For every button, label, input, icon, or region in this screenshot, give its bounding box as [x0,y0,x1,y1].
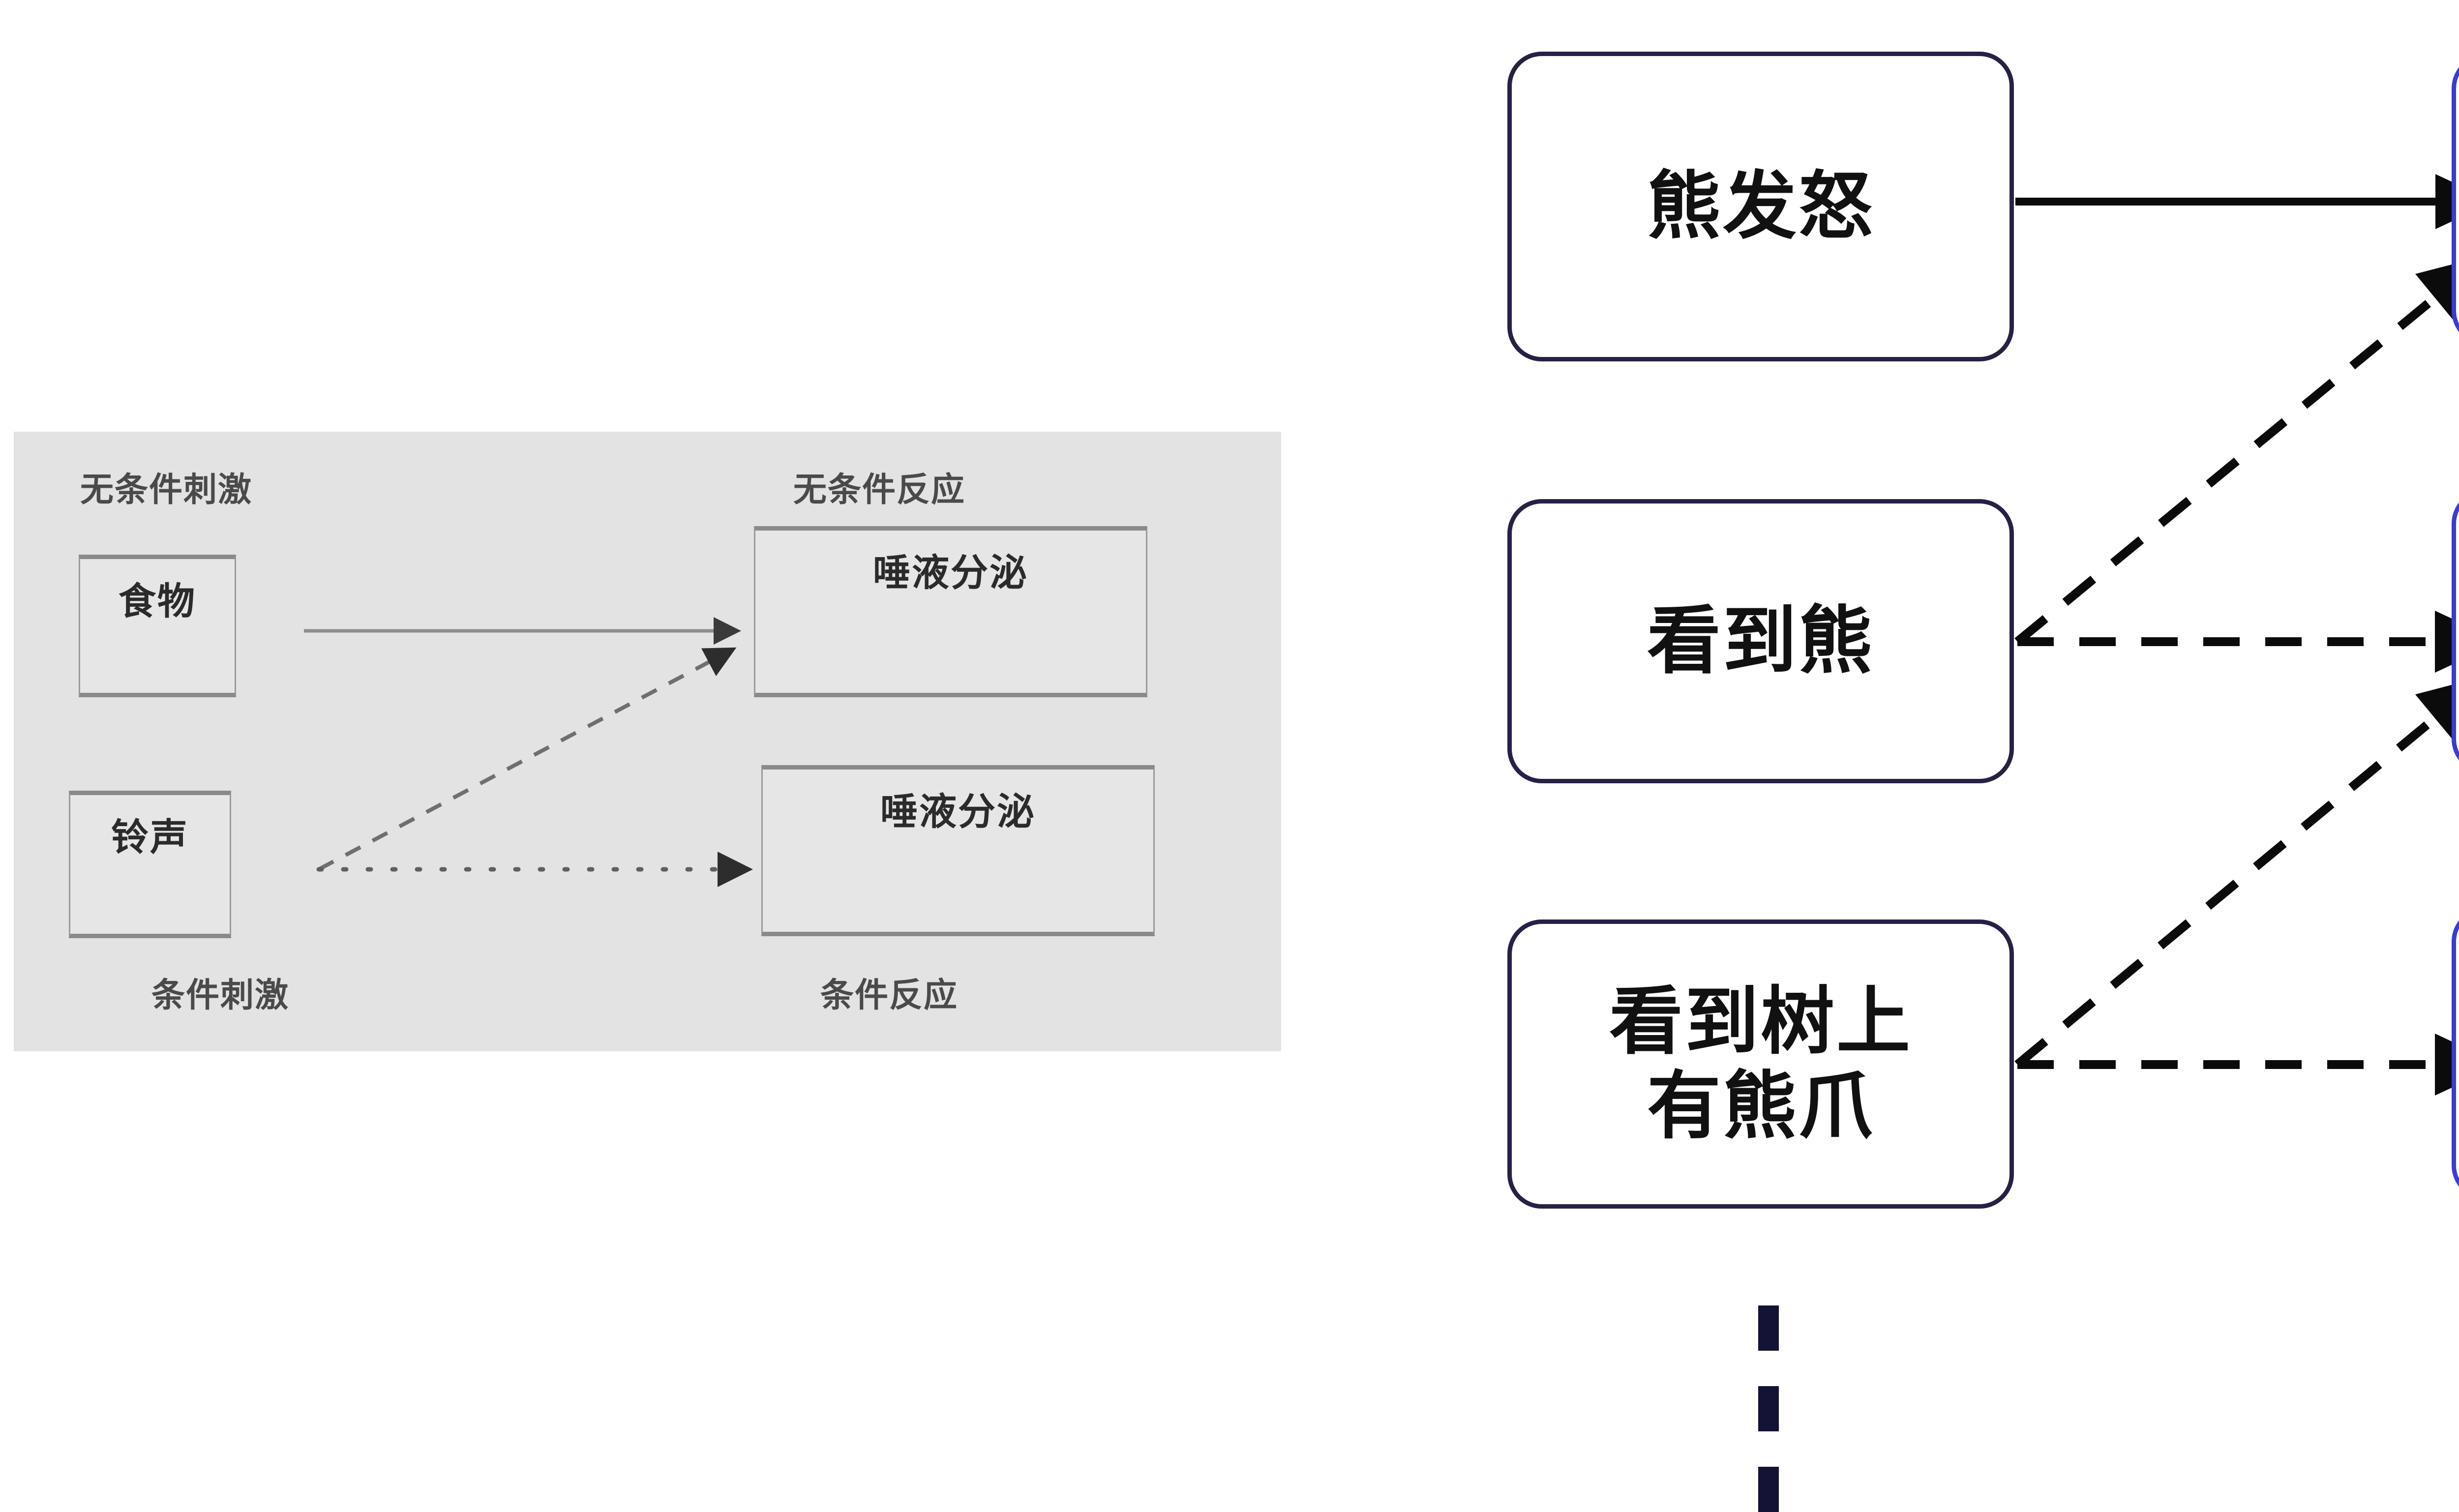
box-v-s-prime[interactable]: V(s′) [2452,489,2459,773]
ellipsis-left-column [1758,1305,1779,1512]
label-conditioned-response: 条件反应 [820,976,959,1015]
box-see-claw-line1: 看到树上 [1609,978,1912,1065]
box-bear-angry-label: 熊发怒 [1647,163,1874,249]
lp-box-salivation-top: 唾液分泌 [754,526,1147,697]
arrow-bell-to-salivation-top [318,647,737,871]
arrow-see-bear-to-reward [2014,255,2459,645]
box-bear-angry[interactable]: 熊发怒 [1507,52,2014,361]
box-see-bear-label: 看到熊 [1647,598,1874,684]
box-see-bear[interactable]: 看到熊 [1507,499,2014,783]
lp-box-salivation-bottom-label: 唾液分泌 [880,790,1036,833]
lp-box-bell-label: 铃声 [111,815,189,859]
box-see-claw-label: 看到树上 有熊爪 [1609,979,1912,1149]
lp-box-bell: 铃声 [69,791,231,938]
ellipsis-dot [1758,1386,1779,1431]
box-see-claw[interactable]: 看到树上 有熊爪 [1507,919,2014,1209]
lp-box-food: 食物 [79,555,236,697]
left-panel-arrows [304,617,753,887]
box-reward[interactable]: 奖励 [2452,54,2459,345]
label-unconditioned-response: 无条件反应 [793,471,966,509]
label-conditioned-stimulus: 条件刺激 [151,976,290,1015]
ellipsis-dot [1758,1305,1779,1351]
arrow-see-claw-to-vsprime [2014,676,2459,1068]
lp-box-salivation-top-label: 唾液分泌 [873,551,1028,594]
classical-conditioning-panel: 无条件刺激 无条件反应 条件刺激 条件反应 食物 铃声 唾液分泌 唾液分泌 [14,432,1281,1051]
lp-box-food-label: 食物 [119,579,196,623]
ellipsis-dot [1758,1467,1779,1512]
box-see-claw-line2: 有熊爪 [1647,1064,1874,1149]
box-v-s[interactable]: V(s) [2452,907,2459,1200]
lp-box-salivation-bottom: 唾液分泌 [761,765,1155,936]
label-unconditioned-stimulus: 无条件刺激 [80,471,253,509]
